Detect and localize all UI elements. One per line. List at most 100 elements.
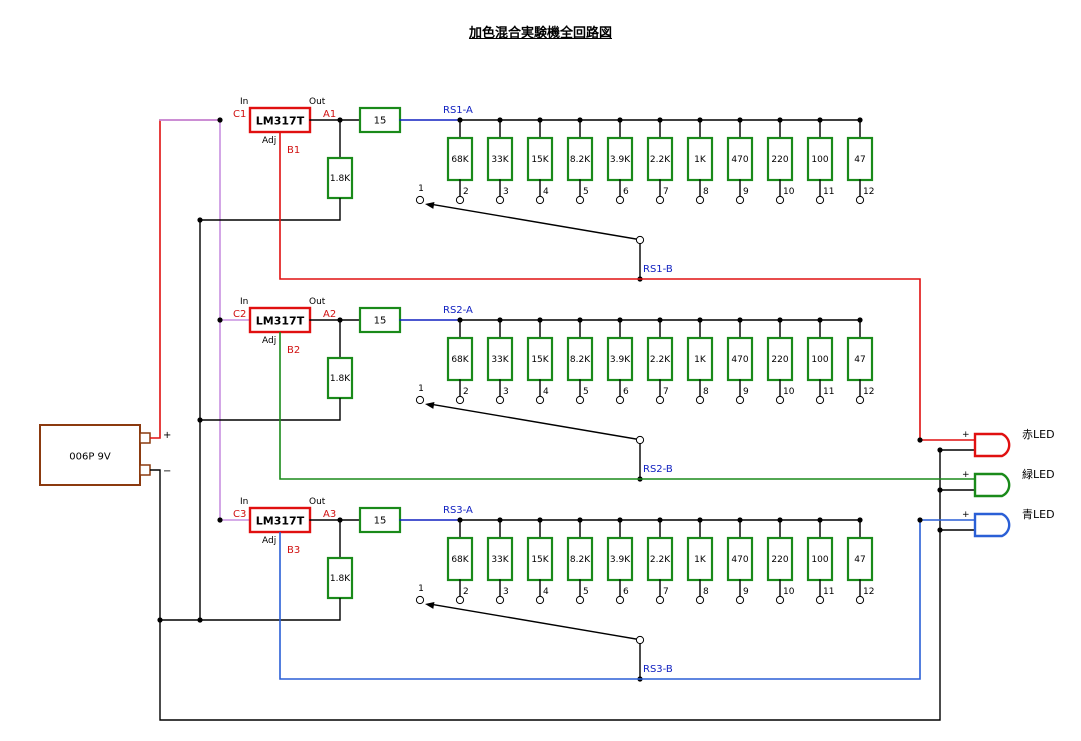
junction-dot [937, 527, 943, 533]
ladder-resistor-value: 8.2K [570, 155, 591, 165]
adj-resistor [326, 156, 354, 200]
switch-contact [735, 395, 745, 405]
switch-position-label: 9 [743, 187, 749, 197]
ladder-resistor-value: 33K [491, 355, 509, 365]
ladder-resistor [806, 136, 834, 182]
led-label: 青LED [1022, 508, 1055, 521]
battery-negative-terminal [139, 464, 151, 476]
ladder-resistor-value: 3.9K [610, 355, 631, 365]
ladder-resistor [566, 536, 594, 582]
series-resistor-value: 15 [374, 516, 387, 527]
ladder-resistor-value: 100 [811, 355, 828, 365]
switch-contact [575, 595, 585, 605]
ladder-resistor-value: 15K [531, 155, 549, 165]
ladder-resistor [726, 536, 754, 582]
ladder-resistor-value: 8.2K [570, 355, 591, 365]
switch-contact [855, 595, 865, 605]
switch-position-label: 2 [463, 187, 469, 197]
switch-b-label: RS2-B [643, 464, 673, 475]
regulator-label: LM317T [256, 115, 305, 128]
switch-contact [495, 395, 505, 405]
led-plus-sign: + [962, 430, 970, 440]
switch-position-label: 8 [703, 587, 709, 597]
switch-wiper [429, 203, 637, 240]
adj-resistor [326, 356, 354, 400]
output-node-label: A2 [323, 309, 336, 320]
ladder-resistor-value: 2.2K [650, 155, 671, 165]
switch-position-label: 5 [583, 587, 589, 597]
led-label: 緑LED [1022, 467, 1055, 481]
ladder-resistor-value: 33K [491, 155, 509, 165]
ladder-resistor-value: 2.2K [650, 355, 671, 365]
switch-contact [855, 195, 865, 205]
regulator-label: LM317T [256, 315, 305, 328]
switch-b-label: RS3-B [643, 664, 673, 675]
switch-a-label: RS3-A [443, 505, 473, 516]
regulator-adj-label: Adj [262, 536, 276, 546]
blue-channel-wire [279, 519, 975, 680]
regulator-in-label: In [240, 97, 248, 107]
switch-a-label: RS2-A [443, 305, 473, 316]
switch-position-label: 6 [623, 587, 629, 597]
switch-position-label: 12 [863, 187, 874, 197]
ladder-resistor-value: 220 [771, 355, 788, 365]
switch-position-label: 3 [503, 187, 509, 197]
ladder-resistor-value: 220 [771, 155, 788, 165]
ladder-resistor-value: 47 [854, 355, 865, 365]
adj-resistor-return-wire [200, 398, 341, 421]
battery-label: 006P 9V [69, 452, 111, 463]
regulator-lm317t [248, 106, 312, 134]
switch-position-label: 1 [418, 584, 424, 594]
ladder-resistor [486, 136, 514, 182]
switch-position-label: 2 [463, 387, 469, 397]
switch-contact [695, 395, 705, 405]
ladder-resistor [526, 136, 554, 182]
junction-dot [917, 437, 923, 443]
switch-contact [655, 595, 665, 605]
switch-pivot [635, 235, 645, 245]
adj-resistor-return-wire [200, 598, 341, 621]
regulator-out-label: Out [309, 297, 326, 307]
switch-position-label: 10 [783, 187, 795, 197]
battery-plus-sign: + [163, 430, 171, 441]
switch-contact [535, 595, 545, 605]
switch-contact [495, 595, 505, 605]
led-label: 赤LED [1022, 428, 1055, 441]
switch-position-label: 8 [703, 387, 709, 397]
switch-position-label: 6 [623, 387, 629, 397]
series-resistor [358, 506, 402, 534]
switch-position-label: 5 [583, 387, 589, 397]
switch-position-label: 7 [663, 187, 669, 197]
blue-led [973, 512, 1011, 538]
switch-position-label: 3 [503, 587, 509, 597]
green-led [973, 472, 1011, 498]
switch-position-label: 12 [863, 587, 874, 597]
switch-position-label: 8 [703, 187, 709, 197]
ladder-resistor-value: 1K [694, 355, 707, 365]
ladder-resistor [526, 536, 554, 582]
adj-resistor-return-wire [200, 198, 341, 221]
ladder-resistor-value: 47 [854, 555, 865, 565]
ladder-resistor-value: 68K [451, 355, 469, 365]
switch-arrow [425, 202, 435, 209]
switch-contact [695, 595, 705, 605]
switch-position-label: 11 [823, 587, 834, 597]
junction-dot [197, 617, 203, 623]
switch-position-label: 3 [503, 387, 509, 397]
switch-position-label: 10 [783, 587, 795, 597]
input-node-label: C3 [233, 509, 246, 520]
ladder-resistor [766, 336, 794, 382]
ladder-resistor [806, 536, 834, 582]
switch-contact [455, 595, 465, 605]
input-node-label: C2 [233, 309, 246, 320]
ladder-resistor [446, 536, 474, 582]
ladder-resistor-value: 3.9K [610, 555, 631, 565]
ladder-resistor-value: 3.9K [610, 155, 631, 165]
series-resistor-value: 15 [374, 316, 387, 327]
switch-position-label: 4 [543, 187, 549, 197]
adj-node-label: B2 [287, 345, 300, 356]
junction-dot [197, 417, 203, 423]
switch-contact [815, 195, 825, 205]
switch-position-label: 6 [623, 187, 629, 197]
